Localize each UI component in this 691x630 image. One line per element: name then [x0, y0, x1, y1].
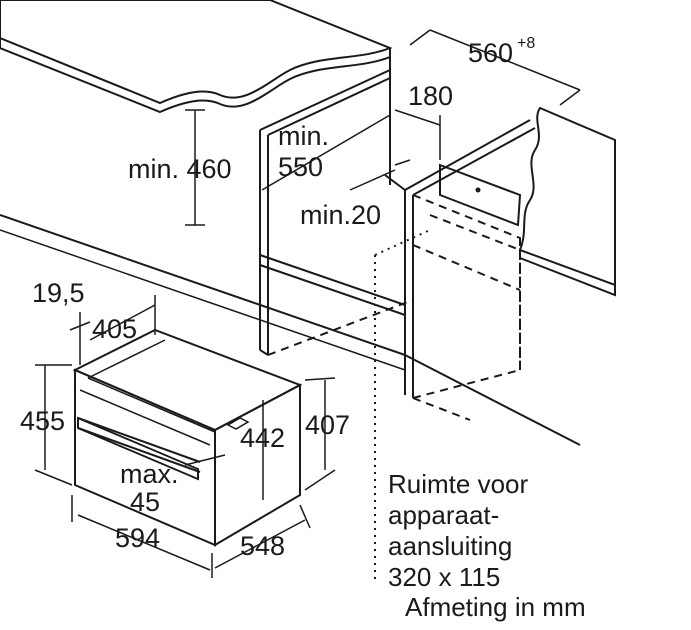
note-space-line4: 320 x 115: [388, 562, 500, 592]
label-cabinet-width-tolerance: +8: [517, 35, 535, 52]
label-front-offset: 19,5: [32, 278, 85, 308]
note-space-line2: apparaat-: [388, 500, 499, 530]
label-width: 594: [115, 523, 160, 553]
connection-box: [439, 163, 522, 227]
label-cabinet-width: 560: [468, 38, 513, 68]
label-max-line1: max.: [120, 459, 179, 489]
note-space-line3: aansluiting: [388, 531, 512, 561]
note-space-line1: Ruimte voor: [388, 469, 528, 499]
label-min-height: min. 460: [128, 154, 232, 184]
cabinet-frame: [259, 48, 536, 398]
label-max-line2: 45: [130, 487, 160, 517]
label-min-depth-line2: 550: [278, 152, 323, 182]
dashed-oven-outline: [267, 194, 521, 421]
oven-appliance: [72, 328, 303, 547]
worktop-left: [0, 0, 393, 114]
label-min-depth-line1: min.: [278, 121, 329, 151]
label-min-gap: min.20: [300, 200, 381, 230]
note-unit: Afmeting in mm: [405, 592, 586, 622]
label-rear-gap: 180: [408, 81, 453, 111]
label-height-total: 455: [20, 406, 65, 436]
wall-lines: [0, 214, 581, 446]
connection-space-dotted: [374, 229, 431, 580]
label-height-inner: 442: [240, 423, 285, 453]
dimension-lines: [34, 29, 581, 578]
label-depth: 548: [240, 531, 285, 561]
worktop-right: [518, 106, 616, 297]
label-front-depth: 405: [92, 314, 137, 344]
label-height-body: 407: [305, 410, 350, 440]
